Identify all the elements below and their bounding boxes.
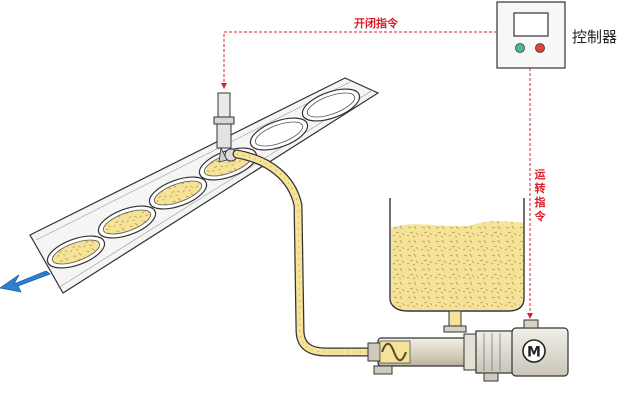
tray-2 <box>97 205 157 239</box>
arrow-down-left-icon <box>0 270 51 293</box>
hopper <box>389 198 525 333</box>
controller <box>496 1 566 69</box>
controller-label: 控制器 <box>572 28 618 46</box>
red-indicator-icon <box>535 43 545 53</box>
dispensing-valve <box>213 92 238 163</box>
motor: M <box>511 319 569 377</box>
open-close-signal-line <box>221 31 497 89</box>
screw-pump <box>367 330 515 382</box>
tray-3 <box>148 176 208 210</box>
tray-5-empty <box>249 117 309 151</box>
motor-m-icon <box>522 339 546 363</box>
open-close-command-label: 开闭指令 <box>354 17 398 30</box>
tray-1 <box>46 235 106 269</box>
feed-hose <box>232 149 383 357</box>
tray-6-empty <box>301 88 361 122</box>
controller-screen <box>513 12 549 37</box>
motor-symbol: M <box>527 345 541 361</box>
green-indicator-icon <box>515 43 525 53</box>
run-command-label: 运转指令 <box>534 168 546 223</box>
